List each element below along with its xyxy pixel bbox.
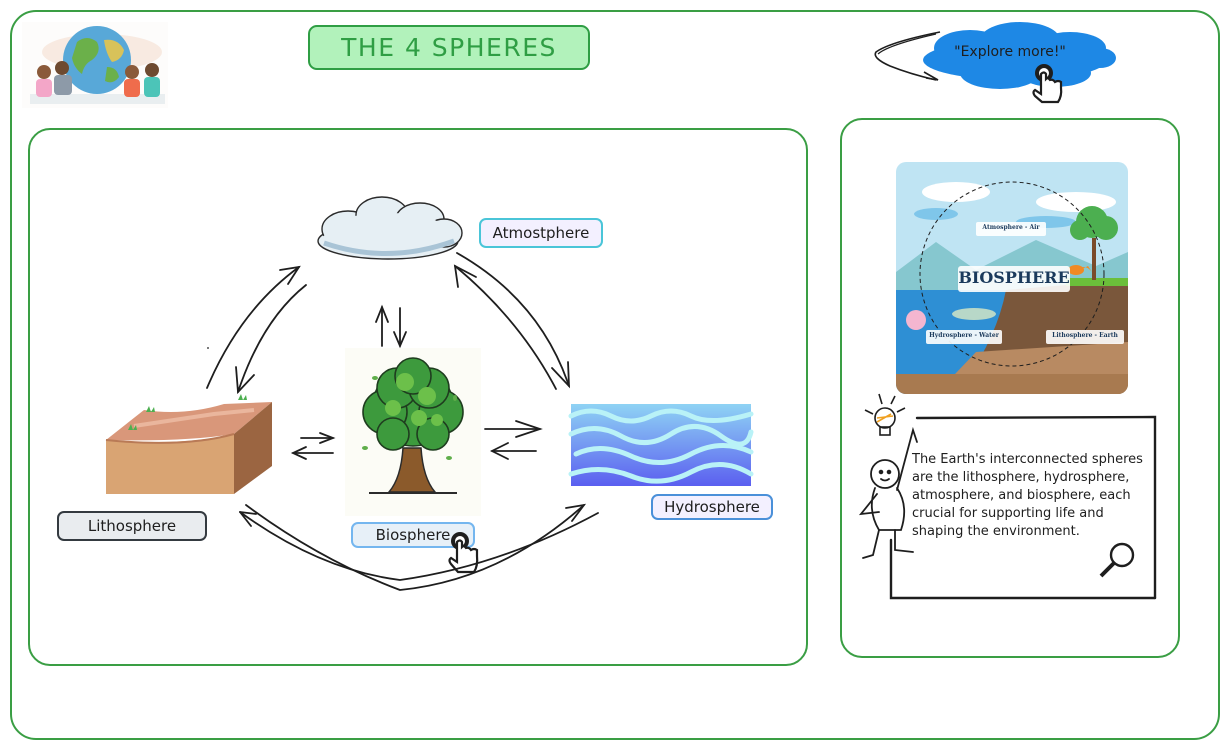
hydrosphere-label[interactable]: Hydrosphere [651,494,773,520]
magnifier-icon [1099,542,1135,578]
biosphere-tree-image [345,348,481,516]
explore-more-label[interactable]: "Explore more!" [954,44,1066,60]
hydrosphere-waves-image [568,404,754,486]
arrow-hydro-to-litho [239,511,599,581]
lithosphere-label[interactable]: Lithosphere [57,511,207,541]
arrow-hydro-to-atmo [454,265,557,390]
explore-arrow-icon [874,31,941,81]
atmosphere-tag: Atmosphere - Air [982,224,1040,231]
stick-figure-icon [858,426,918,559]
info-panel [840,118,1180,658]
lithosphere-soil-image [105,394,272,494]
pointer-hand-icon [1032,64,1063,104]
atmosphere-label[interactable]: Atmostphere [479,218,603,248]
arrow-litho-to-hydro [245,504,585,591]
arrow-atmo-to-litho [237,284,307,393]
lightbulb-icon [864,393,906,436]
outer-frame [10,10,1220,740]
spheres-diagram-panel [28,128,808,666]
atmosphere-cloud-image [317,196,463,260]
biosphere-illustration-title: BIOSPHERE [958,268,1070,287]
arrow-atmo-to-hydro [456,252,570,387]
info-box-frame [858,393,1157,600]
kids-globe-illustration [22,22,168,108]
explore-more-button[interactable] [910,18,1120,98]
hydrosphere-tag: Hydrosphere - Water [929,332,999,339]
lithosphere-tag: Lithosphere - Earth [1052,332,1118,339]
pointer-hand-icon [448,532,479,574]
arrow-litho-to-atmo [206,266,300,389]
biosphere-illustration [896,162,1128,394]
page-title: THE 4 SPHERES [308,25,590,70]
info-text: The Earth's interconnected spheres are t… [912,452,1143,539]
